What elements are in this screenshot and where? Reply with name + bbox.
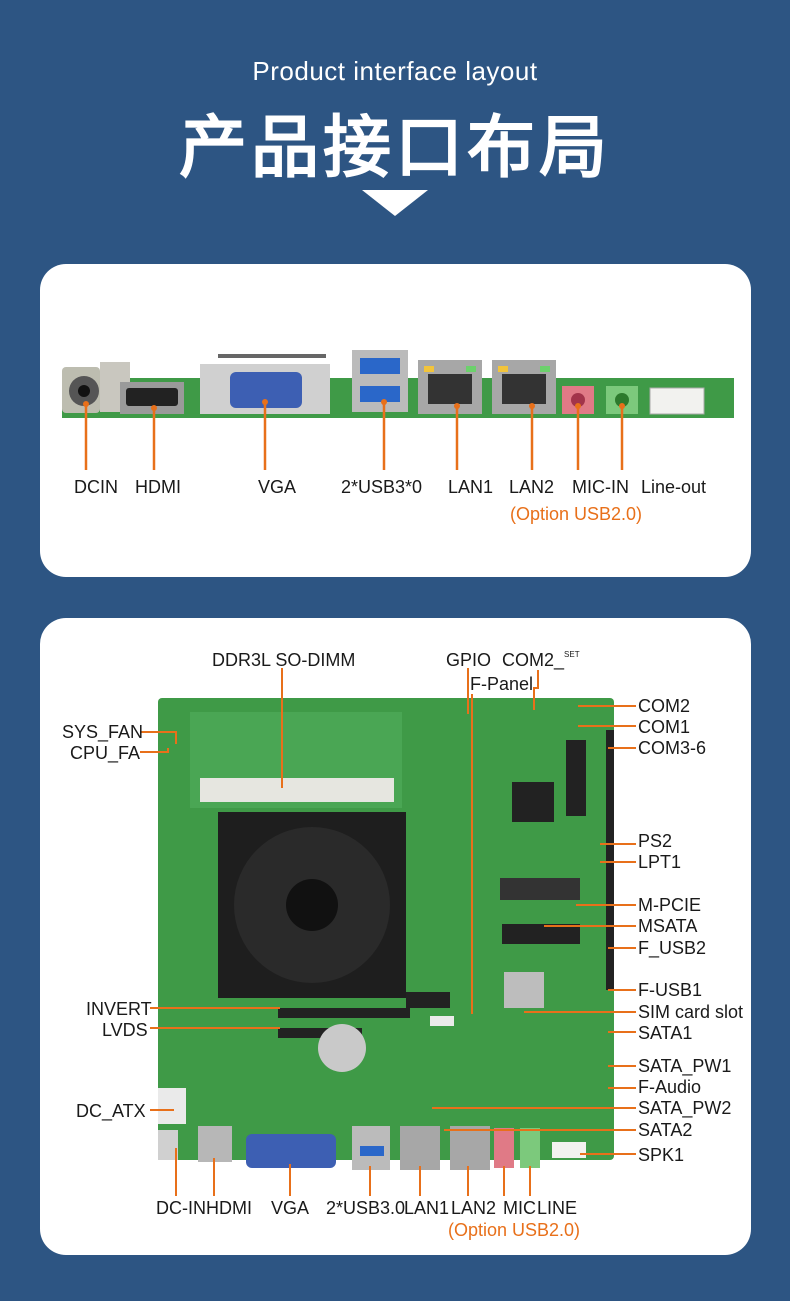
label-spk1: SPK1	[638, 1145, 685, 1165]
label-bottom-lan2: LAN2	[451, 1198, 497, 1218]
label-lan2: LAN2	[509, 477, 555, 497]
label-com2: COM2	[638, 696, 691, 716]
page-title: 产品接口布局	[178, 109, 611, 188]
option-note-bottom: (Option USB2.0)	[448, 1220, 581, 1240]
label-sim-slot: SIM card slot	[638, 1002, 744, 1022]
label-mic-in: MIC-IN	[572, 477, 629, 497]
label-com1: COM1	[638, 717, 691, 737]
label-f-usb2: F_USB2	[638, 938, 707, 958]
label-bottom-line: LINE	[537, 1198, 578, 1218]
label-lpt1: LPT1	[638, 852, 682, 872]
label-sata1: SATA1	[638, 1023, 693, 1043]
label-gpio: GPIO	[446, 650, 492, 670]
label-f-usb1: F-USB1	[638, 980, 703, 1000]
board-illustration	[140, 668, 636, 1196]
label-ps2: PS2	[638, 831, 673, 851]
label-dc-atx: DC_ATX	[76, 1101, 146, 1121]
label-bottom-usb: 2*USB3.0	[326, 1198, 406, 1218]
label-line-out: Line-out	[641, 477, 707, 497]
label-sata-pw2: SATA_PW2	[638, 1098, 732, 1118]
label-invert: INVERT	[86, 999, 152, 1019]
label-f-audio: F-Audio	[638, 1077, 702, 1097]
label-lvds: LVDS	[102, 1020, 148, 1040]
label-usb: 2*USB3*0	[341, 477, 423, 497]
label-sys-fan: SYS_FAN	[62, 722, 144, 742]
label-vga: VGA	[258, 477, 297, 497]
label-bottom-vga: VGA	[271, 1198, 310, 1218]
top-view-card: DDR3L SO-DIMM GPIO COM2_SET F-Panel SYS_…	[40, 618, 751, 1255]
label-m-pcie: M-PCIE	[638, 895, 701, 915]
label-ddr3l: DDR3L SO-DIMM	[212, 650, 356, 670]
option-note: (Option USB2.0)	[510, 504, 643, 524]
chevron-down-icon	[362, 190, 428, 216]
label-bottom-mic: MIC	[503, 1198, 536, 1218]
label-set-note: SET	[564, 650, 580, 659]
page-subtitle: Product interface layout	[252, 56, 538, 86]
label-com2-top: COM2_	[502, 650, 565, 670]
label-f-panel: F-Panel	[470, 674, 534, 694]
label-sata2: SATA2	[638, 1120, 693, 1140]
label-hdmi: HDMI	[135, 477, 181, 497]
label-sata-pw1: SATA_PW1	[638, 1056, 732, 1076]
label-lan1: LAN1	[448, 477, 494, 497]
label-bottom-lan1: LAN1	[404, 1198, 450, 1218]
label-dc-in: DC-IN	[156, 1198, 206, 1218]
label-bottom-hdmi: HDMI	[206, 1198, 252, 1218]
side-panel-illustration	[62, 350, 734, 470]
label-com2-set: COM2_SET	[502, 650, 580, 671]
side-panel-card: DCIN HDMI VGA 2*USB3*0 LAN1 LAN2 MIC-IN …	[40, 264, 751, 577]
label-cpu-fa: CPU_FA	[70, 743, 141, 763]
label-dcin: DCIN	[74, 477, 118, 497]
label-com3-6: COM3-6	[638, 738, 707, 758]
label-msata: MSATA	[638, 916, 698, 936]
